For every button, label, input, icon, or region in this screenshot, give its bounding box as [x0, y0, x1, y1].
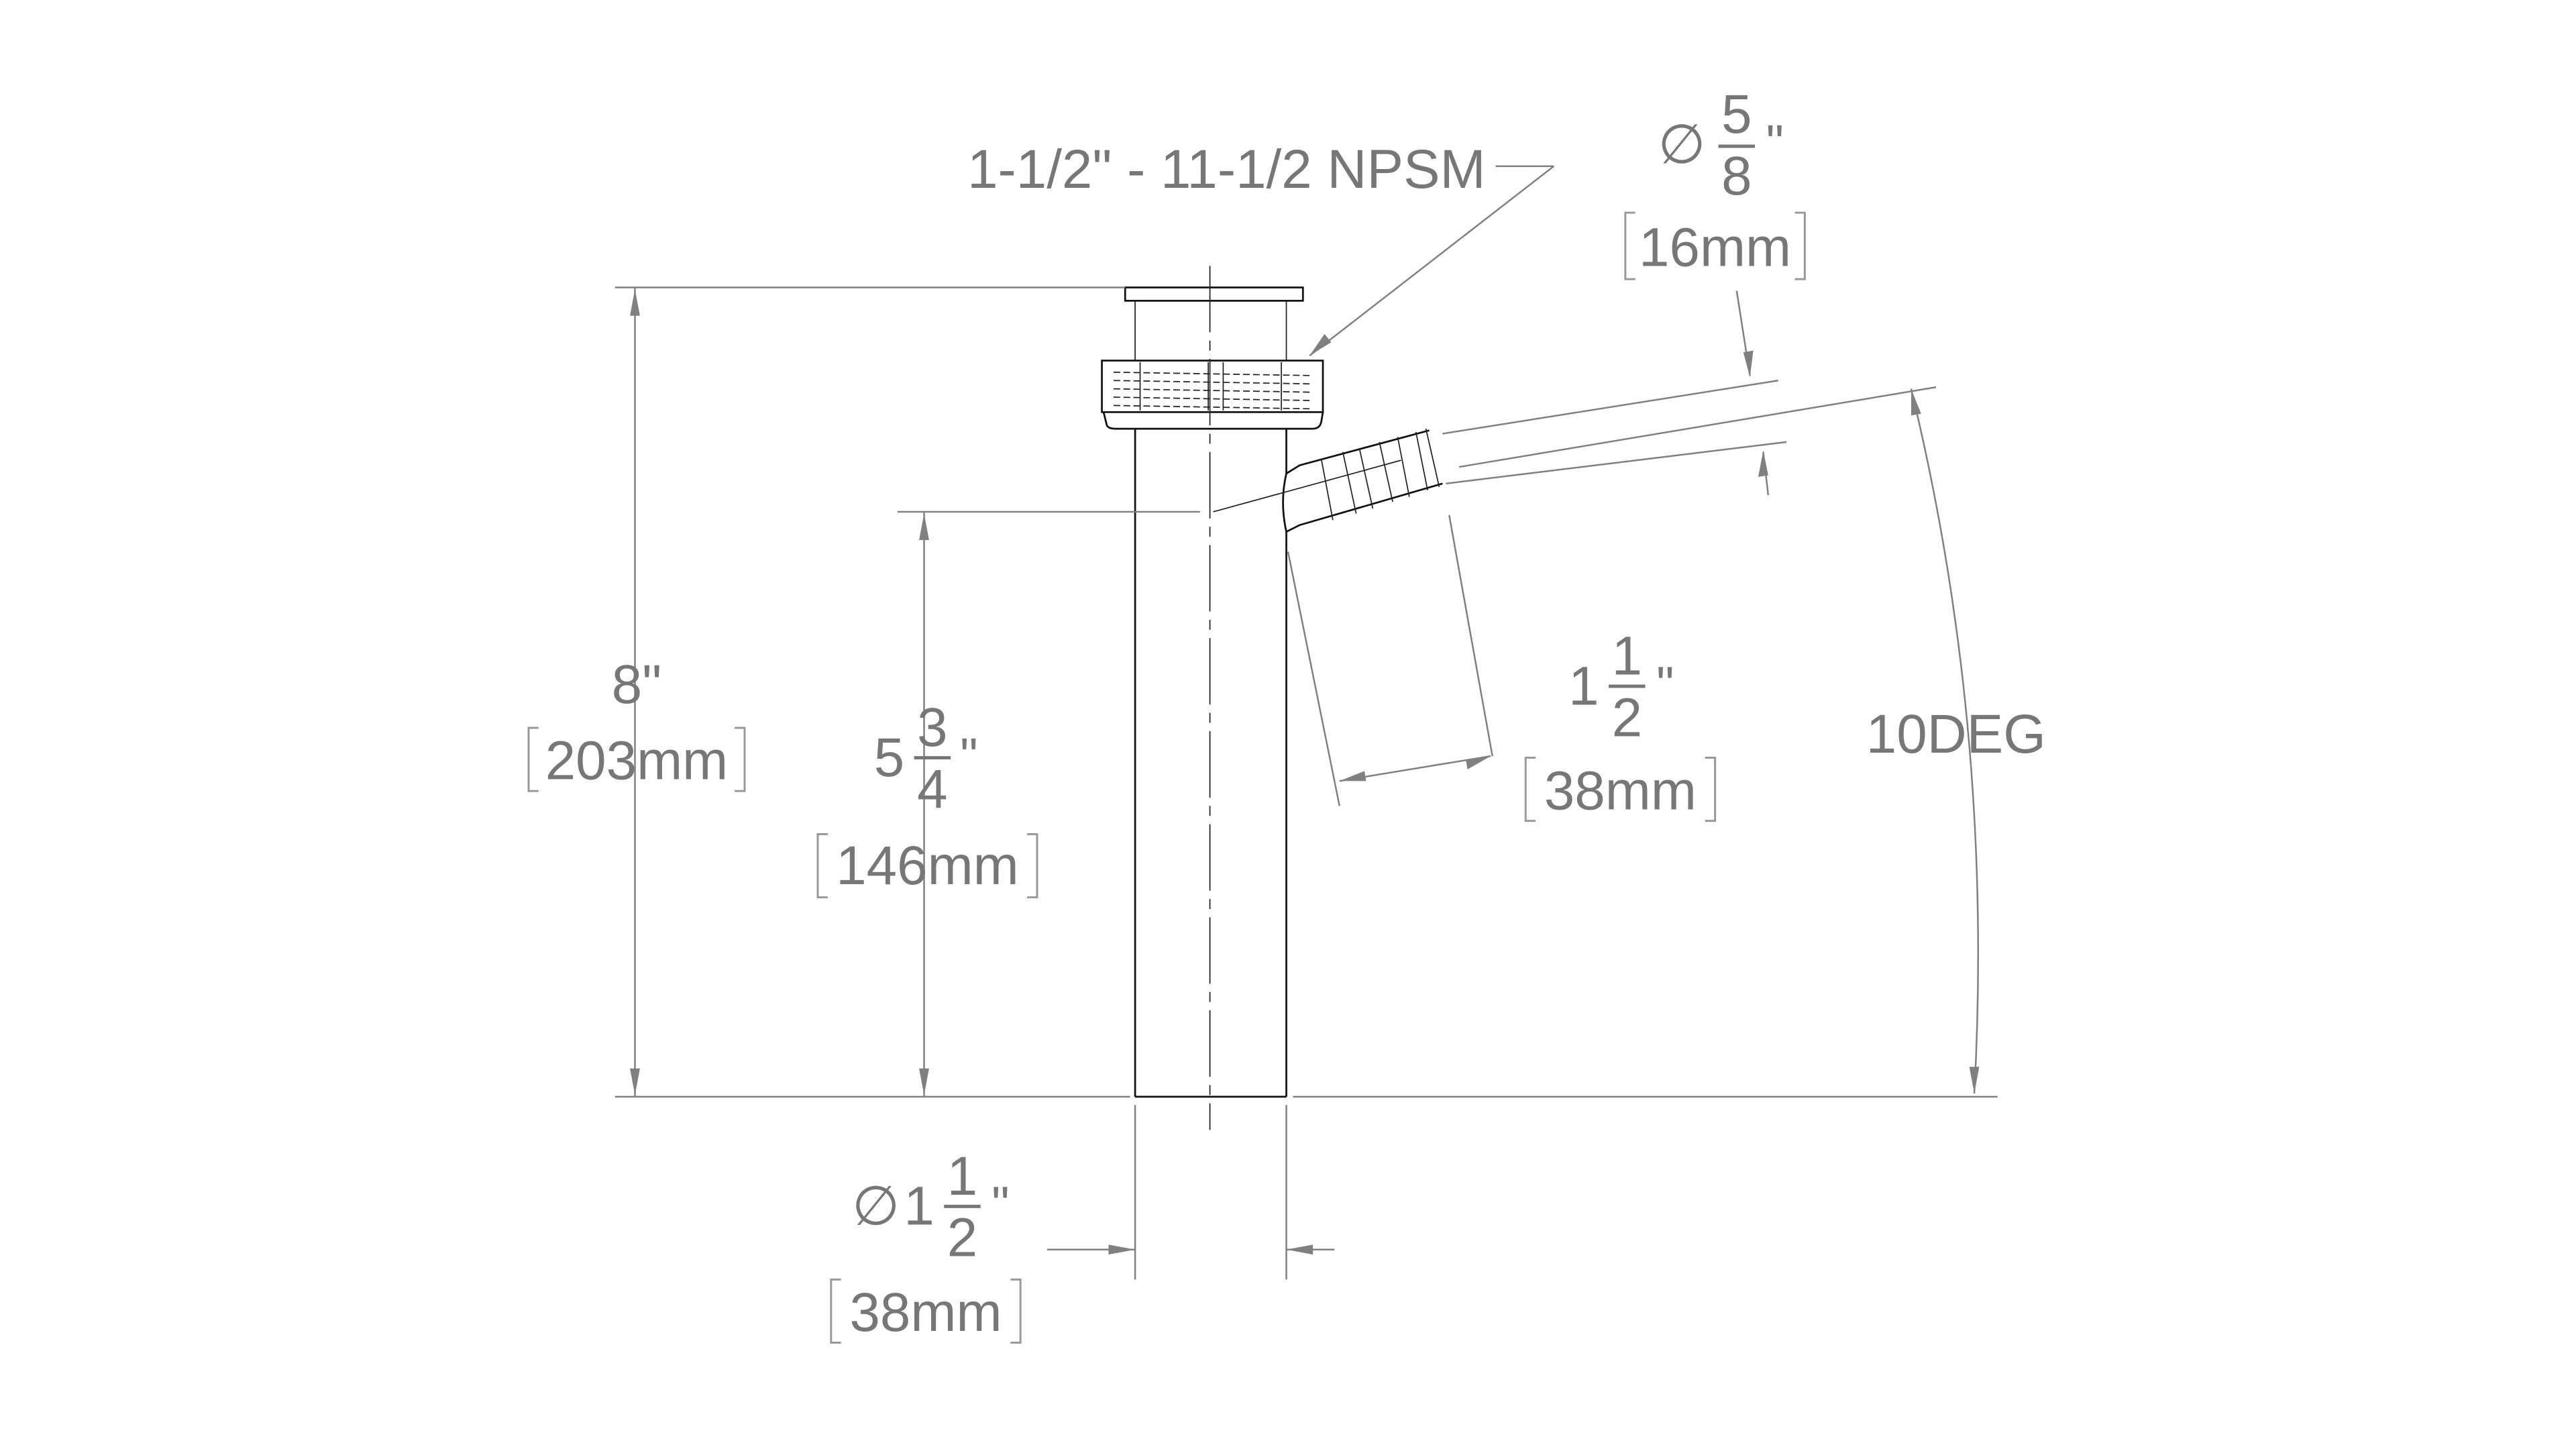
drawing-stroke — [1102, 411, 1324, 430]
drawing-stroke — [1285, 429, 1430, 475]
drawing-stroke — [1379, 441, 1393, 502]
flange-cap — [1124, 286, 1304, 302]
branch-angle-label: 10DEG — [1866, 704, 2046, 765]
drawing-stroke — [1342, 451, 1357, 514]
drawing-stroke — [1282, 473, 1287, 1097]
drawing-stroke — [1415, 431, 1428, 490]
dimension-text: " — [1766, 115, 1784, 170]
drawing-stroke — [1425, 428, 1440, 487]
dimension-text: 5 — [874, 727, 904, 788]
drawing-stroke — [1448, 515, 1493, 757]
drawing-stroke — [1466, 756, 1491, 769]
dimension-text: 2 — [947, 1208, 977, 1269]
drawing-stroke — [1320, 458, 1334, 521]
drawing-stroke — [1339, 771, 1366, 782]
drawing-stroke — [1113, 371, 1310, 376]
dimension-text: 146mm — [836, 835, 1019, 896]
drawing-stroke — [1213, 460, 1401, 513]
slip-nut — [1101, 360, 1324, 430]
dimension-text: 1 — [1568, 655, 1599, 716]
dimension-text: 16mm — [1639, 217, 1791, 278]
drawing-stroke — [1624, 211, 1806, 280]
tube-diameter-label: ∅ 1 1 2 " 38mm — [830, 1146, 1022, 1344]
branch-length-label: 1 1 2 " 38mm — [1524, 626, 1717, 822]
dimension-text: " — [1656, 656, 1674, 712]
dimension-text: 38mm — [1544, 760, 1697, 821]
dimension-text: 8" — [612, 654, 661, 715]
drawing-stroke — [1358, 448, 1374, 509]
drawing-stroke — [1524, 757, 1717, 822]
drawing-stroke — [1442, 380, 1778, 435]
tailpiece-part — [1101, 266, 1443, 1130]
dimension-text: 5 — [1721, 84, 1752, 145]
dimension-lines — [614, 165, 1998, 1280]
drawing-stroke — [1108, 1244, 1136, 1255]
drawing-stroke — [1287, 551, 1341, 806]
diameter-symbol: ∅ — [1658, 114, 1705, 175]
drawing-stroke — [816, 833, 1038, 899]
drawing-stroke — [1285, 482, 1443, 533]
drawing-stroke — [830, 1278, 1022, 1344]
diameter-symbol: ∅ — [852, 1176, 900, 1237]
dimension-text: 203mm — [545, 731, 729, 792]
drawing-stroke — [1113, 396, 1310, 401]
drawing-stroke — [1743, 350, 1754, 378]
branch-height-label: 5 3 4 " 146mm — [816, 697, 1038, 899]
drawing-stroke — [1446, 441, 1787, 485]
drawing-stroke — [1458, 386, 1937, 468]
drawing-stroke — [1286, 1244, 1313, 1255]
drawing-stroke — [1113, 371, 1310, 410]
dimension-text: 1 — [904, 1176, 934, 1237]
drawing-stroke — [630, 1068, 640, 1095]
drawing-stroke — [1397, 437, 1410, 497]
drawing-stroke — [1113, 405, 1310, 410]
drawing-stroke — [1101, 360, 1324, 413]
inlet-diameter-label: ∅ 5 8 " 16mm — [1624, 84, 1806, 280]
overall-height-label: 8" 203mm — [527, 654, 746, 792]
dimension-text: 1 — [947, 1146, 977, 1207]
drawing-stroke — [1113, 380, 1310, 385]
drawing-stroke — [919, 513, 929, 541]
dimension-text: 1 — [1612, 626, 1642, 687]
dimension-text: 4 — [917, 759, 947, 820]
drawing-stroke — [527, 727, 746, 792]
drawing-stroke — [1910, 388, 1979, 1093]
drawing-stroke — [1969, 1067, 1980, 1093]
drawing-stroke — [1911, 388, 1921, 416]
drawing-stroke — [630, 289, 640, 316]
dimension-text: 3 — [917, 697, 947, 758]
dimension-text: 8 — [1721, 146, 1752, 207]
dimension-text: " — [991, 1177, 1009, 1232]
drawing-stroke — [1758, 450, 1768, 477]
drawing-stroke — [1309, 165, 1555, 357]
drawing-stroke — [919, 1068, 929, 1095]
dimension-text: " — [960, 728, 977, 784]
drawing-stroke — [1309, 333, 1332, 356]
drawing-stroke — [1113, 388, 1310, 393]
dimension-text: 38mm — [849, 1282, 1002, 1343]
dimension-text: 2 — [1612, 687, 1642, 748]
thread-callout: 1-1/2" - 11-1/2 NPSM — [967, 139, 1486, 200]
branch-inlet — [1213, 428, 1443, 533]
